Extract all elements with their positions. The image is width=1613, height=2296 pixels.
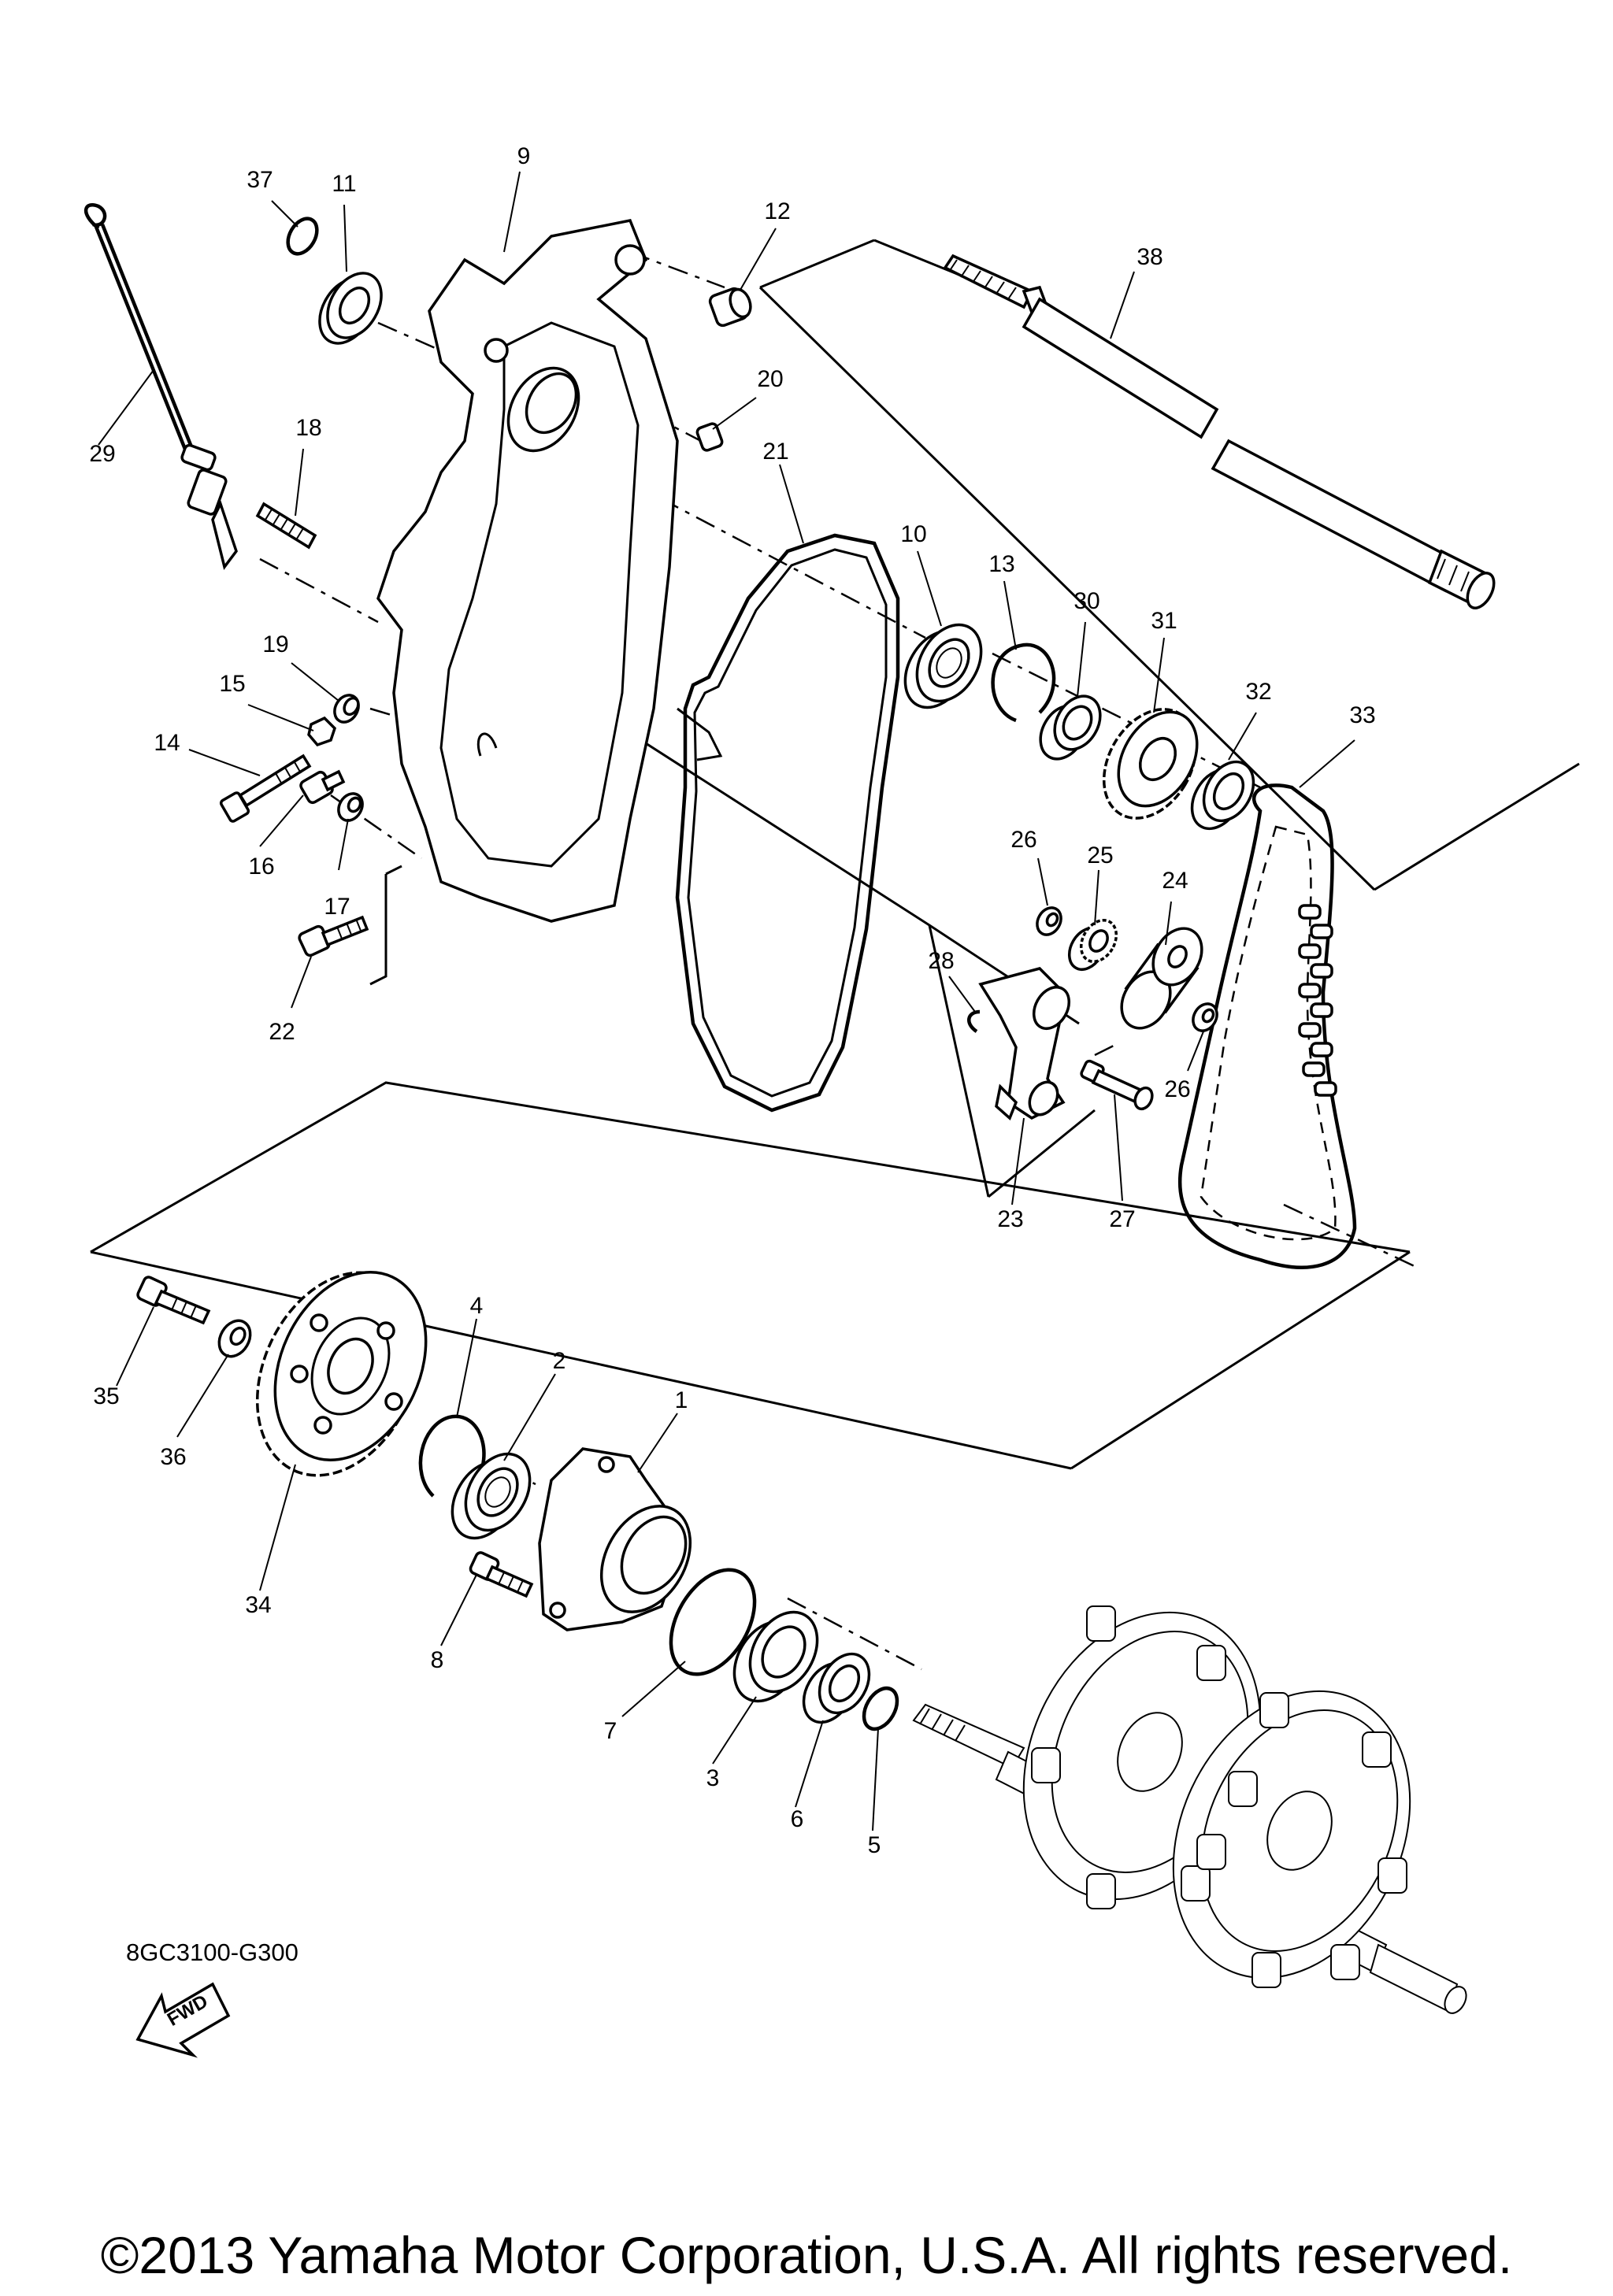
drive-chain-33[interactable] [1177, 783, 1357, 1269]
callout-9: 9 [517, 143, 531, 169]
callout-3: 3 [706, 1765, 720, 1791]
bolt-8[interactable] [469, 1551, 534, 1598]
callout-32: 32 [1245, 679, 1271, 705]
circlip-13[interactable] [991, 643, 1056, 723]
callout-11: 11 [332, 171, 356, 197]
assembly-frames [90, 239, 1580, 1470]
o-ring-7[interactable] [654, 1555, 772, 1689]
bolt-35[interactable] [136, 1276, 211, 1325]
bearing-housing-1[interactable] [538, 1447, 708, 1631]
bolt-27[interactable] [1080, 1059, 1155, 1112]
callout-22: 22 [269, 1019, 295, 1045]
dipstick-29[interactable] [83, 203, 238, 570]
callout-19: 19 [262, 631, 288, 657]
dowel-pin-20[interactable] [695, 422, 724, 452]
bearing-10[interactable] [892, 613, 994, 719]
callout-18: 18 [295, 415, 321, 441]
callout-20: 20 [757, 366, 783, 392]
callout-36: 36 [160, 1444, 186, 1470]
bolt-22[interactable] [298, 915, 369, 957]
chain-links [1298, 904, 1337, 1097]
callout-2: 2 [553, 1348, 566, 1374]
washer-26-upper[interactable] [1033, 903, 1066, 939]
callout-12: 12 [764, 198, 790, 224]
drive-shaft-38[interactable] [943, 254, 1500, 613]
needle-bearing-25[interactable] [1062, 914, 1124, 976]
callout-35: 35 [93, 1383, 119, 1409]
collar-30[interactable] [1031, 688, 1109, 767]
callout-14: 14 [154, 730, 180, 756]
o-ring-37[interactable] [282, 213, 323, 259]
callout-26-upper: 26 [1010, 827, 1036, 853]
bearing-2[interactable] [439, 1442, 543, 1550]
callout-27: 27 [1109, 1206, 1135, 1232]
nut-19[interactable] [330, 691, 363, 726]
callout-29: 29 [89, 441, 115, 467]
diagram-code: 8GC3100-G300 [126, 1939, 298, 1966]
washer-17[interactable] [334, 789, 367, 824]
callout-labels: 1 2 3 4 5 6 7 8 9 10 11 12 13 14 15 16 1… [89, 143, 1375, 1858]
plug-12[interactable] [708, 287, 754, 328]
sprocket-34[interactable] [226, 1246, 455, 1502]
seal-3[interactable] [721, 1600, 831, 1713]
callout-13: 13 [988, 551, 1014, 577]
callout-7: 7 [604, 1718, 617, 1744]
callout-34: 34 [245, 1592, 271, 1618]
clip-28[interactable] [967, 1009, 981, 1033]
callout-4: 4 [470, 1293, 484, 1319]
forward-arrow: FWD [135, 1982, 231, 2058]
callout-8: 8 [431, 1647, 444, 1673]
callout-25: 25 [1087, 842, 1113, 868]
fwd-arrow-icon [135, 1982, 231, 2058]
callout-38: 38 [1137, 244, 1162, 270]
washer-36[interactable] [213, 1315, 256, 1362]
callout-33: 33 [1349, 702, 1375, 728]
callout-31: 31 [1151, 608, 1177, 634]
chain-case-9[interactable] [376, 218, 679, 923]
nut-15[interactable] [307, 716, 337, 747]
track-drive-axle-reference [912, 1605, 1467, 2014]
tensioner-arm-23[interactable] [978, 967, 1076, 1120]
callout-21: 21 [762, 439, 788, 465]
callout-10: 10 [900, 521, 926, 547]
oil-seal-11[interactable] [309, 264, 392, 353]
bolt-14[interactable] [219, 754, 312, 823]
callout-1: 1 [675, 1387, 688, 1413]
callout-24: 24 [1162, 868, 1188, 894]
callout-5: 5 [868, 1832, 881, 1858]
sprocket-31[interactable] [1085, 693, 1214, 835]
copyright-notice: ©2013 Yamaha Motor Corporation, U.S.A. A… [100, 2226, 1513, 2284]
callout-23: 23 [997, 1206, 1023, 1232]
callout-6: 6 [791, 1806, 804, 1832]
o-ring-5[interactable] [857, 1683, 903, 1735]
callout-17: 17 [324, 894, 350, 920]
callout-30: 30 [1073, 588, 1099, 614]
callout-16: 16 [248, 854, 274, 880]
stud-bolt-18[interactable] [255, 502, 317, 550]
bolt-16[interactable] [299, 769, 346, 805]
callout-37: 37 [247, 167, 273, 193]
callout-26-lower: 26 [1164, 1076, 1190, 1102]
spacer-32[interactable] [1182, 753, 1263, 837]
circlip-4[interactable] [418, 1414, 486, 1498]
callout-15: 15 [219, 671, 245, 697]
leader-lines [98, 171, 1355, 1831]
callout-28: 28 [928, 948, 954, 974]
washer-26-lower[interactable] [1188, 999, 1222, 1035]
collar-6[interactable] [794, 1645, 879, 1731]
gasket-21[interactable] [675, 533, 900, 1113]
